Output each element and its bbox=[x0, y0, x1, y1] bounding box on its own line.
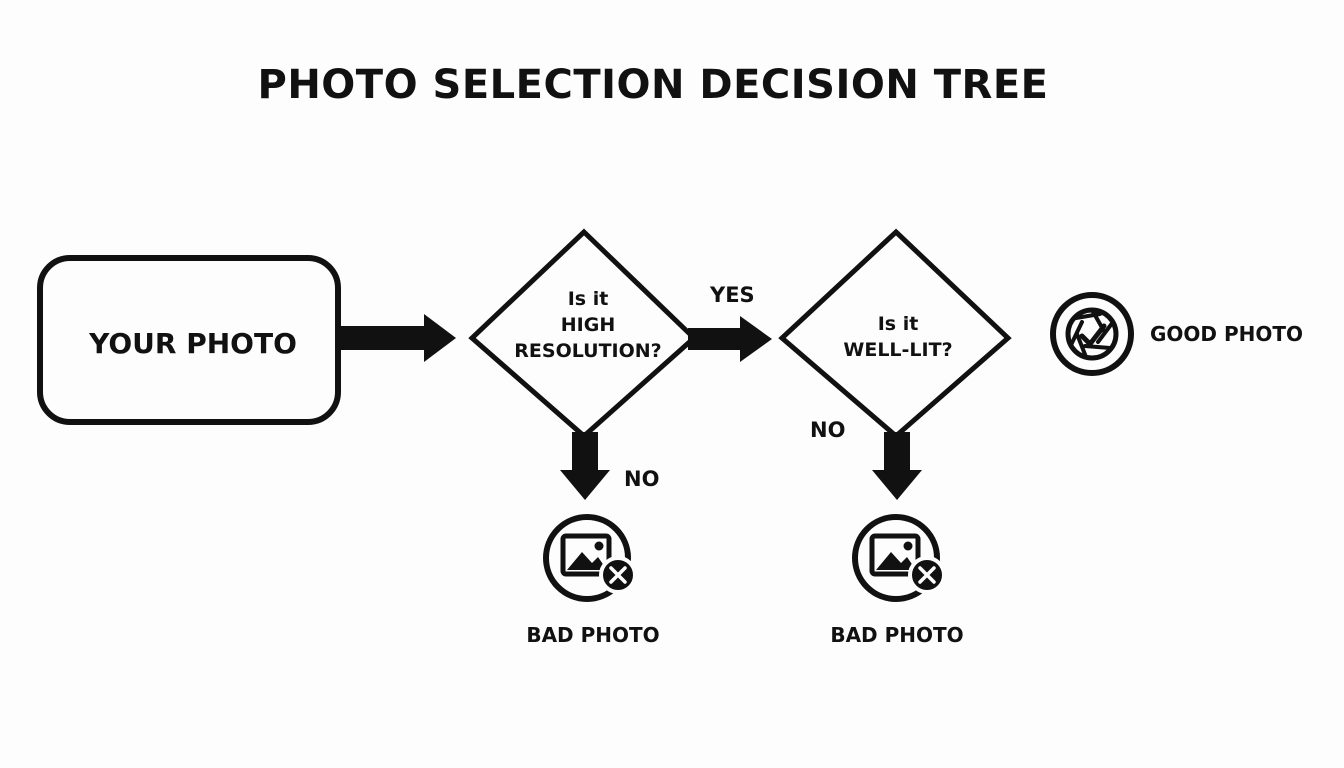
decision-q2-line: Is it bbox=[877, 313, 919, 335]
decision-q1-line: RESOLUTION? bbox=[514, 340, 662, 362]
decision-q1-text: Is it HIGH RESOLUTION? bbox=[490, 286, 686, 364]
diagram-title: PHOTO SELECTION DECISION TREE bbox=[257, 62, 1049, 108]
outcome-bad-label: BAD PHOTO bbox=[830, 623, 964, 647]
edge-label-q1-no: NO bbox=[624, 467, 660, 491]
edge-label-q2-no: NO bbox=[810, 418, 846, 442]
decision-q2-line: WELL-LIT? bbox=[843, 339, 953, 361]
camera-aperture-check-icon bbox=[1050, 292, 1134, 376]
image-x-icon bbox=[852, 514, 946, 602]
arrow-q1-to-bad1-no bbox=[560, 432, 610, 500]
arrow-q2-to-bad2-no bbox=[872, 432, 922, 500]
arrow-start-to-q1 bbox=[338, 314, 456, 362]
arrow-q1-to-q2-yes bbox=[688, 316, 772, 362]
outcome-good-label: GOOD PHOTO bbox=[1150, 322, 1304, 346]
start-node-label: YOUR PHOTO bbox=[89, 327, 297, 360]
decision-q2-text: Is it WELL-LIT? bbox=[810, 311, 986, 363]
outcome-bad-label: BAD PHOTO bbox=[526, 623, 660, 647]
decision-q1-line: Is it bbox=[567, 288, 609, 310]
edge-label-q1-yes: YES bbox=[710, 283, 755, 307]
image-x-icon bbox=[543, 514, 637, 602]
decision-q1-line: HIGH bbox=[560, 314, 616, 336]
